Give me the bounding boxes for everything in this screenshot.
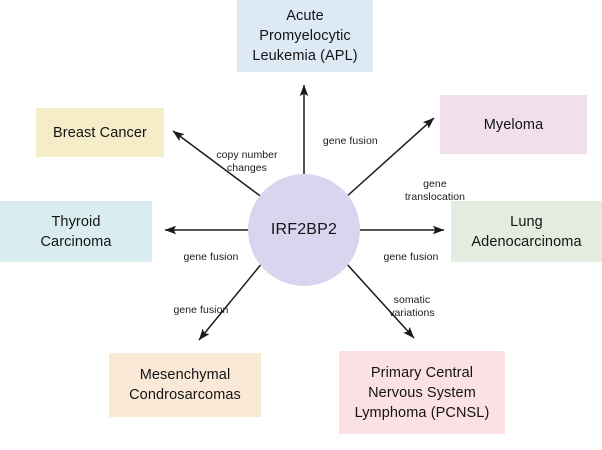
node-label-line: Breast Cancer (53, 124, 147, 141)
node-thyroid-carcinoma[interactable]: Thyroid Carcinoma (0, 201, 152, 262)
node-label-line: Thyroid (51, 213, 101, 230)
edge-label-line: copy number (216, 148, 278, 161)
node-label-line: Myeloma (483, 116, 544, 133)
edge-label-pcnsl: somatic variations (366, 281, 446, 332)
node-label-line: Leukemia (APL) (252, 48, 358, 64)
node-label-line: Adenocarcinoma (471, 233, 582, 250)
edge-label-mesenchymal: gene fusion (157, 291, 233, 329)
node-mesenchymal-condrosarcomas[interactable]: Mesenchymal Condrosarcomas (109, 353, 261, 417)
edge-label-line: gene fusion (183, 250, 239, 263)
node-label-line: Carcinoma (40, 233, 112, 250)
edge-label-myeloma: gene translocation (383, 165, 475, 216)
node-myeloma[interactable]: Myeloma (440, 95, 587, 154)
edge-label-breast: copy number changes (199, 136, 283, 187)
edge-label-line: gene fusion (383, 250, 439, 263)
node-label-line: Mesenchymal (139, 367, 231, 383)
edge-label-apl: gene fusion (311, 122, 391, 160)
edge-label-line: variations (389, 306, 435, 319)
node-breast-cancer[interactable]: Breast Cancer (36, 108, 164, 157)
node-acute-promyelocytic-leukemia[interactable]: Acute Promyelocytic Leukemia (APL) (237, 0, 373, 72)
edge-label-line: gene fusion (322, 134, 378, 147)
node-label-line: Primary Central (370, 364, 474, 381)
edge-label-line: translocation (404, 190, 466, 203)
node-label-line: Nervous System (368, 384, 476, 401)
edge-label-lung: gene fusion (369, 238, 441, 276)
node-label-line: Lymphoma (PCNSL) (354, 404, 490, 421)
node-label-line: Lung (510, 213, 543, 230)
edge-label-line: gene (423, 177, 447, 190)
node-label-line: Promyelocytic (259, 28, 351, 44)
node-lung-adenocarcinoma[interactable]: Lung Adenocarcinoma (451, 201, 602, 262)
node-irf2bp2-center[interactable]: IRF2BP2 (248, 174, 360, 286)
edge-label-line: changes (226, 161, 267, 174)
node-primary-cns-lymphoma[interactable]: Primary Central Nervous System Lymphoma … (339, 351, 505, 434)
edge-label-line: gene fusion (173, 303, 229, 316)
node-label-line: Condrosarcomas (129, 387, 241, 403)
node-label-line: Acute (286, 8, 324, 24)
center-node-label: IRF2BP2 (270, 221, 338, 238)
edge-label-thyroid: gene fusion (169, 238, 241, 276)
edge-label-line: somatic (393, 293, 431, 306)
